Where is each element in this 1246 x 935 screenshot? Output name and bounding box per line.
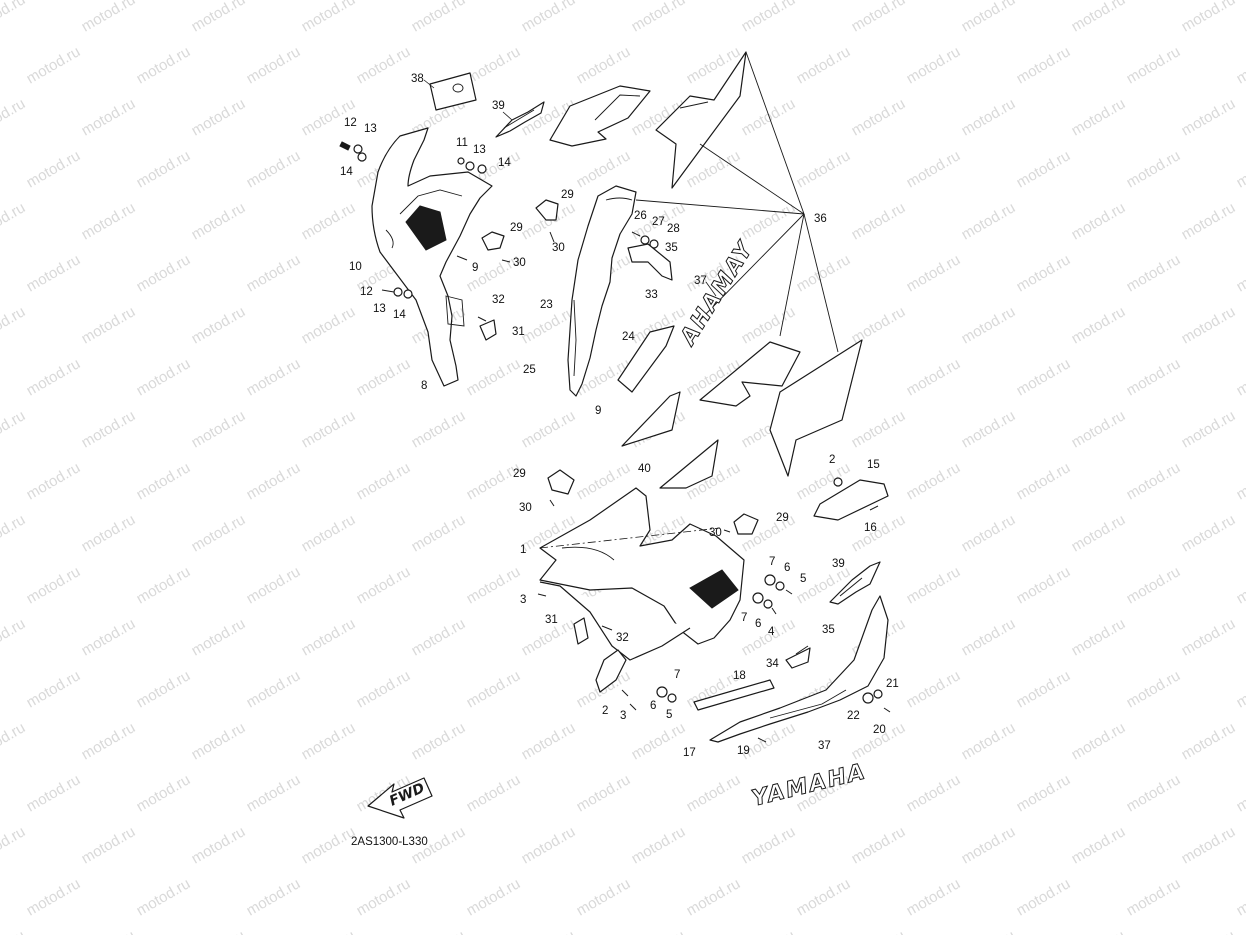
- callout-40: 40: [638, 463, 651, 475]
- part-17-under-cowl: [709, 595, 889, 743]
- callout-6: 6: [650, 700, 656, 712]
- upper-left-fasteners: [339, 141, 511, 341]
- callout-labels: 38 39 12 13 14 11 13 14 29 29 30 30 9 10…: [340, 73, 899, 759]
- callout-22: 22: [847, 710, 860, 722]
- callout-18: 18: [733, 670, 746, 682]
- callout-7: 7: [741, 612, 747, 624]
- part-15-plate: [813, 477, 889, 521]
- callout-6: 6: [784, 562, 790, 574]
- part-37-decal-upper: AHAMAY: [674, 236, 759, 351]
- callout-2: 2: [602, 705, 608, 717]
- callout-9: 9: [472, 262, 478, 274]
- callout-14: 14: [498, 157, 511, 169]
- callout-21: 21: [886, 678, 899, 690]
- callout-35: 35: [665, 242, 678, 254]
- callout-17: 17: [683, 747, 696, 759]
- callout-3: 3: [520, 594, 526, 606]
- callout-29: 29: [776, 512, 789, 524]
- callout-5: 5: [800, 573, 806, 585]
- callout-30: 30: [552, 242, 565, 254]
- callout-7: 7: [769, 556, 775, 568]
- callout-13: 13: [373, 303, 386, 315]
- callout-9: 9: [595, 405, 601, 417]
- callout-30: 30: [513, 257, 526, 269]
- callout-12: 12: [360, 286, 373, 298]
- callout-32: 32: [492, 294, 505, 306]
- fwd-arrow-icon: FWD: [367, 777, 433, 819]
- callout-34: 34: [766, 658, 779, 670]
- diagram-code: 2AS1300-L330: [351, 836, 428, 848]
- callout-3: 3: [620, 710, 626, 722]
- decal-text: YAMAHA: [749, 759, 869, 812]
- part-38-cover: [423, 72, 477, 111]
- callout-12: 12: [344, 117, 357, 129]
- callout-16: 16: [864, 522, 877, 534]
- parts-20-22-fasteners: [757, 689, 891, 743]
- callout-20: 20: [873, 724, 886, 736]
- part-23-side-panel: [567, 185, 637, 397]
- part-1-lower-fairing: [539, 487, 745, 693]
- lower-fastener-stacks: [537, 574, 793, 711]
- callout-13: 13: [473, 144, 486, 156]
- callout-7: 7: [674, 669, 680, 681]
- callout-28: 28: [667, 223, 680, 235]
- callout-14: 14: [340, 166, 353, 178]
- part-39-emblem-lower: [829, 561, 881, 605]
- callout-30: 30: [519, 502, 532, 514]
- part-24-strip: [617, 325, 675, 393]
- callout-23: 23: [540, 299, 553, 311]
- callout-31: 31: [545, 614, 558, 626]
- callout-29: 29: [561, 189, 574, 201]
- callout-25: 25: [523, 364, 536, 376]
- callout-8: 8: [421, 380, 427, 392]
- callout-4: 4: [768, 626, 775, 638]
- callout-29: 29: [510, 222, 523, 234]
- decal-text-mirrored: AHAMAY: [675, 237, 759, 351]
- callout-15: 15: [867, 459, 880, 471]
- callout-14: 14: [393, 309, 406, 321]
- watermark-text: motod.ru: [0, 927, 28, 935]
- parts-26-28-clip-group: [627, 231, 673, 281]
- callout-32: 32: [616, 632, 629, 644]
- callout-29: 29: [513, 468, 526, 480]
- callout-38: 38: [411, 73, 424, 85]
- part-29-bracket-lower: [547, 469, 759, 535]
- callout-35: 35: [822, 624, 835, 636]
- callout-19: 19: [737, 745, 750, 757]
- callout-30: 30: [709, 527, 722, 539]
- callout-13: 13: [364, 123, 377, 135]
- part-37-decal-lower: YAMAHA: [749, 759, 870, 813]
- callout-39: 39: [832, 558, 845, 570]
- callout-37: 37: [818, 740, 831, 752]
- callout-37: 37: [694, 275, 707, 287]
- callout-6: 6: [755, 618, 761, 630]
- part-10-front-cowl: [371, 127, 493, 387]
- callout-2: 2: [829, 454, 835, 466]
- callout-1: 1: [520, 544, 526, 556]
- upper-decal-set: [549, 51, 747, 189]
- part-29-bracket-upper: [481, 199, 559, 251]
- callout-5: 5: [666, 709, 672, 721]
- part-39-emblem-upper: [495, 101, 545, 138]
- callout-36: 36: [814, 213, 827, 225]
- mid-decal-set: [621, 339, 863, 489]
- callout-27: 27: [652, 216, 665, 228]
- callout-31: 31: [512, 326, 525, 338]
- callout-11: 11: [456, 137, 468, 149]
- callout-26: 26: [634, 210, 647, 222]
- callout-10: 10: [349, 261, 362, 273]
- part-18-strip: [693, 679, 775, 711]
- callout-33: 33: [645, 289, 658, 301]
- part-36-decal-panel: [635, 51, 839, 353]
- callout-24: 24: [622, 331, 635, 343]
- callout-39: 39: [492, 100, 505, 112]
